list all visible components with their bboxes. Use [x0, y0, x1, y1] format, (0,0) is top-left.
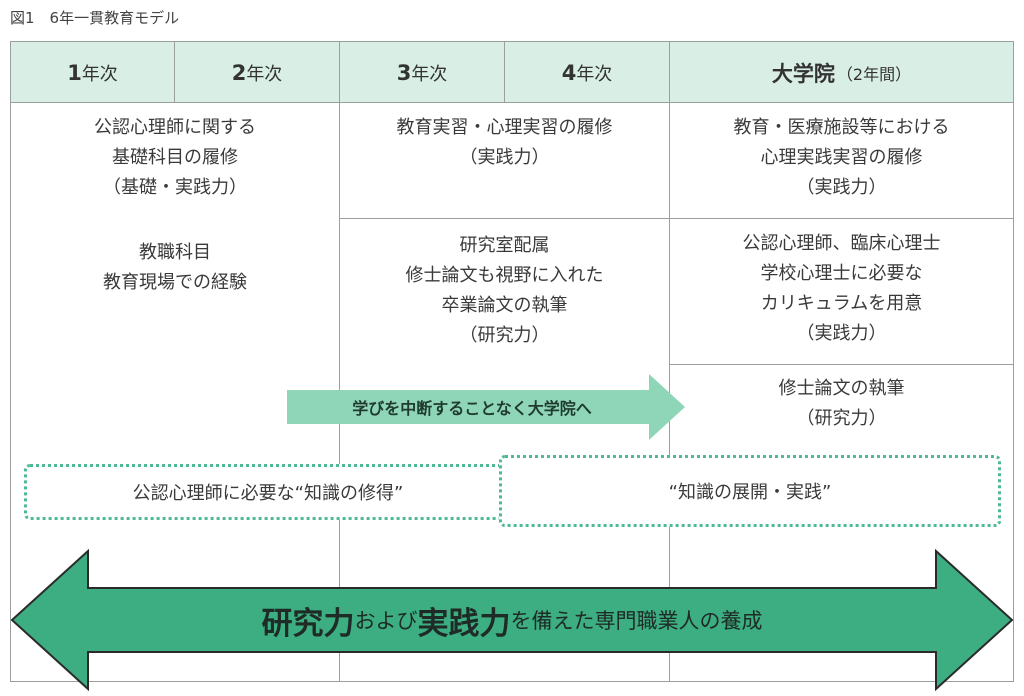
col34-block-practicum: 教育実習・心理実習の履修 （実践力）	[340, 113, 669, 173]
col34-block-thesis: 研究室配属 修士論文も視野に入れた 卒業論文の執筆 （研究力）	[340, 231, 669, 351]
header-year-3-num: 3	[396, 60, 412, 85]
goal-practical-ability: 実践力	[417, 605, 511, 642]
goal-and: および	[354, 609, 418, 633]
grad-block1-line2: 心理実践実習の履修	[760, 147, 923, 168]
figure-caption: 図1 6年一貫教育モデル	[10, 9, 180, 27]
header-year-3-unit: 年次	[411, 63, 448, 85]
header-year-2-unit: 年次	[246, 63, 283, 85]
col12-block1-line2: 基礎科目の履修	[112, 147, 238, 168]
transition-arrow-label: 学びを中断することなく大学院へ	[352, 399, 592, 418]
goal-professional-training: を備えた専門職業人の養成	[510, 609, 763, 633]
grad-block1-line3: （実践力）	[796, 177, 887, 198]
col12-block-teaching: 教職科目 教育現場での経験	[11, 238, 339, 298]
header-year-1-num: 1	[67, 60, 82, 85]
grad-block1-line1: 教育・医療施設等における	[733, 117, 950, 138]
grad-block-practicum: 教育・医療施設等における 心理実践実習の履修 （実践力）	[670, 113, 1013, 203]
transition-arrow-icon	[287, 374, 685, 440]
knowledge-apply-box: “知識の展開・実践”	[499, 455, 1001, 527]
col12-block1-line3: （基礎・実践力）	[103, 177, 247, 198]
knowledge-acquire-label: 公認心理師に必要な“知識の修得”	[132, 483, 404, 504]
col12-block1-line1: 公認心理師に関する	[94, 117, 256, 138]
col12-block2-line1: 教職科目	[139, 242, 211, 263]
grad-block2-line3: カリキュラムを用意	[760, 293, 923, 314]
grad-block2-line1: 公認心理師、臨床心理士	[742, 233, 941, 254]
header-graduate-num: 大学院	[771, 61, 835, 86]
goal-research-ability: 研究力	[261, 605, 355, 642]
goal-double-arrow-icon	[10, 549, 1014, 691]
col34-block1-line1: 教育実習・心理実習の履修	[396, 117, 613, 138]
header-year-4-unit: 年次	[576, 63, 613, 85]
divider-col12-col34	[339, 41, 340, 682]
grad-block3-line2: （研究力）	[796, 408, 887, 429]
divider-y1-y2	[174, 41, 175, 103]
header-year-4-num: 4	[561, 60, 577, 85]
knowledge-apply-label: “知識の展開・実践”	[668, 482, 832, 503]
header-graduate-unit: （2年間）	[836, 64, 912, 84]
header-graduate: 大学院（2年間）	[670, 42, 1013, 103]
grad-block-curriculum: 公認心理師、臨床心理士 学校心理士に必要な カリキュラムを用意 （実践力）	[670, 229, 1013, 349]
col34-block2-line3: 卒業論文の執筆	[441, 295, 568, 316]
col12-block2-line2: 教育現場での経験	[103, 272, 247, 293]
knowledge-acquire-box: 公認心理師に必要な“知識の修得”	[24, 464, 512, 520]
col34-block2-line1: 研究室配属	[459, 235, 550, 256]
col34-block2-line4: （研究力）	[459, 325, 550, 346]
divider-col34-grad	[669, 41, 670, 682]
grad-block2-line4: （実践力）	[796, 323, 887, 344]
col34-block2-line2: 修士論文も視野に入れた	[405, 265, 604, 286]
header-year-1-unit: 年次	[81, 63, 118, 85]
table-frame	[10, 41, 1014, 682]
grad-block-thesis: 修士論文の執筆 （研究力）	[670, 374, 1013, 434]
divider-y3-y4	[504, 41, 505, 103]
col12-block-foundation: 公認心理師に関する 基礎科目の履修 （基礎・実践力）	[11, 113, 339, 203]
header-divider	[10, 102, 1014, 103]
goal-arrow-label: 研究力 および 実践力 を備えた専門職業人の養成	[60, 590, 964, 650]
divider-grad-row2	[669, 364, 1014, 365]
grad-block2-line2: 学校心理士に必要な	[760, 263, 923, 284]
divider-row1	[339, 218, 1014, 219]
col34-block1-line2: （実践力）	[459, 147, 550, 168]
header-year-2-num: 2	[231, 60, 247, 85]
grad-block3-line1: 修士論文の執筆	[778, 378, 905, 399]
